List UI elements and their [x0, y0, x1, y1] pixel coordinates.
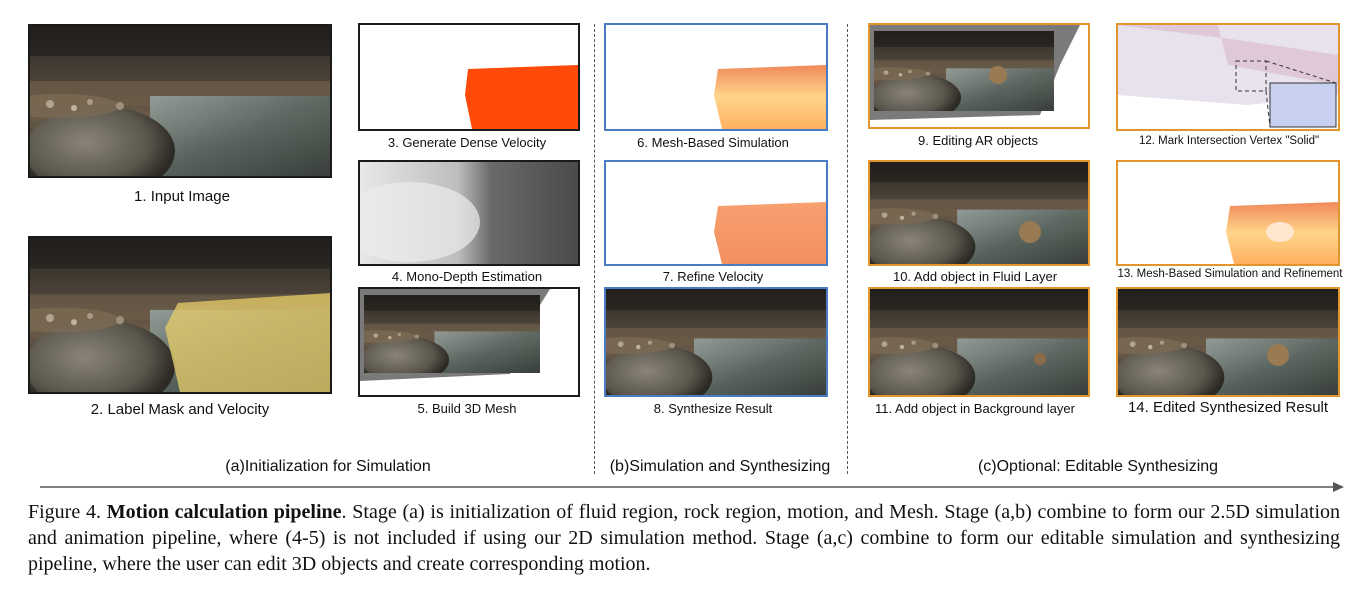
panel-synthesize-result	[604, 287, 828, 397]
caption-9: 9. Editing AR objects	[918, 133, 1038, 148]
panel-3d-mesh	[358, 287, 580, 397]
pipeline-arrow	[40, 482, 1344, 492]
caption-6: 6. Mesh-Based Simulation	[637, 135, 789, 150]
stage-label-b: (b)Simulation and Synthesizing	[609, 458, 831, 475]
figure-title: Motion calculation pipeline	[106, 501, 342, 523]
caption-8: 8. Synthesize Result	[653, 401, 773, 416]
panel-refine-velocity	[604, 160, 828, 266]
panel-dense-velocity	[358, 23, 580, 131]
caption-2: 2. Label Mask and Velocity	[90, 401, 270, 418]
panel-label-mask	[28, 236, 332, 394]
stage-divider-bc	[847, 24, 848, 474]
panel-editing-ar	[868, 23, 1090, 129]
stage-label-c: (c)Optional: Editable Synthesizing	[977, 458, 1219, 475]
panel-input-image	[28, 24, 332, 178]
panel-mono-depth	[358, 160, 580, 266]
caption-3: 3. Generate Dense Velocity	[387, 135, 547, 150]
panel-mesh-sim-refinement	[1116, 160, 1340, 266]
caption-11: 11. Add object in Background layer	[875, 401, 1075, 416]
panel-mesh-simulation	[604, 23, 828, 131]
stage-divider-ab	[594, 24, 595, 474]
figure-caption-body: . Stage (a) is initialization of fluid r…	[28, 501, 1341, 575]
caption-1: 1. Input Image	[134, 188, 230, 205]
panel-add-object-background	[868, 287, 1090, 397]
caption-5: 5. Build 3D Mesh	[417, 401, 517, 416]
stage-label-a: (a)Initialization for Simulation	[225, 458, 431, 475]
caption-10: 10. Add object in Fluid Layer	[892, 269, 1058, 284]
caption-12: 12. Mark Intersection Vertex "Solid"	[1138, 135, 1320, 147]
figure-label: Figure 4.	[28, 501, 101, 523]
panel-intersection-vertex	[1116, 23, 1340, 131]
panel-add-object-fluid	[868, 160, 1090, 266]
panel-edited-result	[1116, 287, 1340, 397]
caption-14: 14. Edited Synthesized Result	[1127, 399, 1329, 416]
figure-caption: Figure 4. Motion calculation pipeline. S…	[28, 499, 1340, 577]
caption-7: 7. Refine Velocity	[662, 269, 764, 284]
caption-13: 13. Mesh-Based Simulation and Refinement	[1117, 268, 1343, 280]
caption-4: 4. Mono-Depth Estimation	[391, 269, 543, 284]
